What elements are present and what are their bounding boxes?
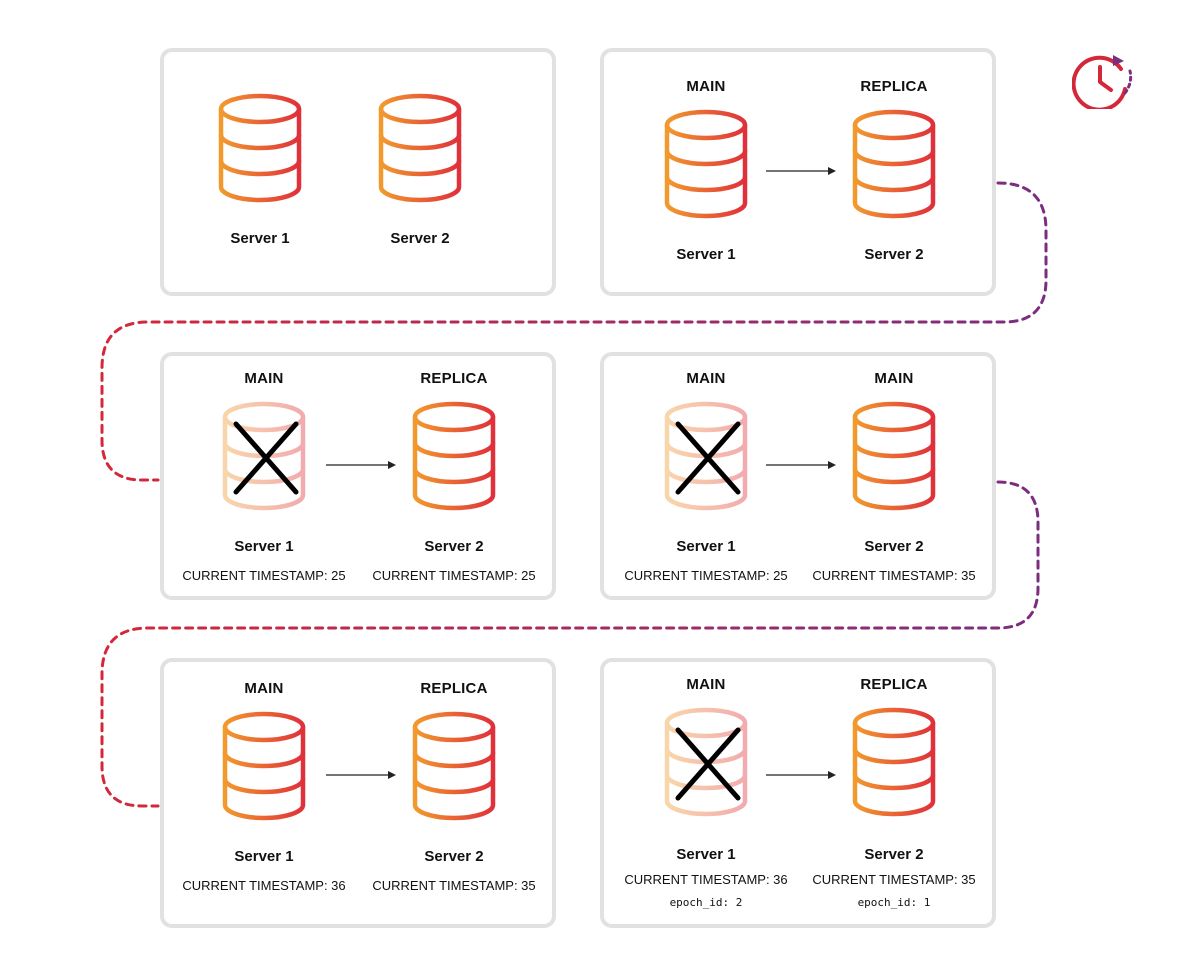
stage-panel-1: Server 1 Server 2 [160, 48, 556, 296]
server-1: MAIN Server 1 CURRENT TIMESTAMP: 25 [164, 356, 364, 596]
stage-panel-2: MAIN Server 1 REPLICA [600, 48, 996, 296]
server-2: REPLICA Server 2 CURRENT TIMESTAMP: 35 epo… [794, 662, 994, 924]
server-name: Server 2 [390, 230, 450, 247]
epoch-id: epoch_id: 2 [669, 896, 743, 909]
server-name: Server 1 [230, 230, 290, 247]
server-role: MAIN [686, 370, 726, 387]
server-name: Server 1 [676, 846, 736, 863]
stage-panel-5: MAIN Server 1 CURRENT TIMESTAMP: 36 REPLIC… [160, 658, 556, 928]
database-icon [410, 400, 498, 512]
server-1: MAIN Server 1 CURRENT TIMESTAMP: 36 epoch_… [606, 662, 806, 924]
clock-history-icon [1072, 55, 1133, 109]
current-timestamp: CURRENT TIMESTAMP: 25 [182, 568, 346, 583]
server-name: Server 2 [864, 538, 924, 555]
server-role: MAIN [686, 78, 726, 95]
database-icon [662, 400, 750, 512]
stage-panel-6: MAIN Server 1 CURRENT TIMESTAMP: 36 epoch_… [600, 658, 996, 928]
server-role: MAIN [244, 680, 284, 697]
database-icon [216, 92, 304, 204]
database-icon [850, 400, 938, 512]
connector-4-5 [100, 480, 1040, 808]
server-role: MAIN [244, 370, 284, 387]
replication-arrow [764, 458, 840, 476]
server-role: MAIN [686, 676, 726, 693]
current-timestamp: CURRENT TIMESTAMP: 35 [812, 568, 976, 583]
replication-arrow [764, 164, 840, 182]
x-mark-icon [675, 727, 741, 801]
server-1: MAIN Server 1 CURRENT TIMESTAMP: 36 [164, 662, 364, 924]
replication-arrow [324, 768, 400, 786]
server-1: Server 1 [160, 52, 360, 292]
server-1: MAIN Server 1 CURRENT TIMESTAMP: 25 [606, 356, 806, 596]
server-2: REPLICA Server 2 CURRENT TIMESTAMP: 35 [354, 662, 554, 924]
epoch-id: epoch_id: 1 [857, 896, 931, 909]
replication-arrow [324, 458, 400, 476]
current-timestamp: CURRENT TIMESTAMP: 25 [624, 568, 788, 583]
server-name: Server 2 [864, 246, 924, 263]
current-timestamp: CURRENT TIMESTAMP: 36 [624, 872, 788, 887]
server-name: Server 1 [234, 848, 294, 865]
server-role: REPLICA [420, 680, 488, 697]
database-icon [662, 108, 750, 220]
server-2: Server 2 [320, 52, 520, 292]
replication-arrow [764, 768, 840, 786]
server-name: Server 2 [864, 846, 924, 863]
x-mark-icon [675, 421, 741, 495]
current-timestamp: CURRENT TIMESTAMP: 25 [372, 568, 536, 583]
database-icon [220, 400, 308, 512]
database-icon [410, 710, 498, 822]
server-role: REPLICA [420, 370, 488, 387]
server-role: REPLICA [860, 676, 928, 693]
current-timestamp: CURRENT TIMESTAMP: 35 [372, 878, 536, 893]
connector-2-3 [100, 181, 1048, 482]
database-icon [850, 108, 938, 220]
server-1: MAIN Server 1 [606, 52, 806, 292]
server-2: MAIN Server 2 CURRENT TIMESTAMP: 35 [794, 356, 994, 596]
stage-panel-4: MAIN Server 1 CURRENT TIMESTAMP: 25 MAIN [600, 352, 996, 600]
server-name: Server 1 [234, 538, 294, 555]
server-name: Server 1 [676, 246, 736, 263]
server-name: Server 2 [424, 538, 484, 555]
database-icon [850, 706, 938, 818]
server-name: Server 1 [676, 538, 736, 555]
current-timestamp: CURRENT TIMESTAMP: 35 [812, 872, 976, 887]
server-2: REPLICA Server 2 CURRENT TIMESTAMP: 25 [354, 356, 554, 596]
server-role: MAIN [874, 370, 914, 387]
server-name: Server 2 [424, 848, 484, 865]
database-icon [220, 710, 308, 822]
server-2: REPLICA Server 2 [794, 52, 994, 292]
current-timestamp: CURRENT TIMESTAMP: 36 [182, 878, 346, 893]
database-icon [376, 92, 464, 204]
x-mark-icon [233, 421, 299, 495]
server-role: REPLICA [860, 78, 928, 95]
database-icon [662, 706, 750, 818]
